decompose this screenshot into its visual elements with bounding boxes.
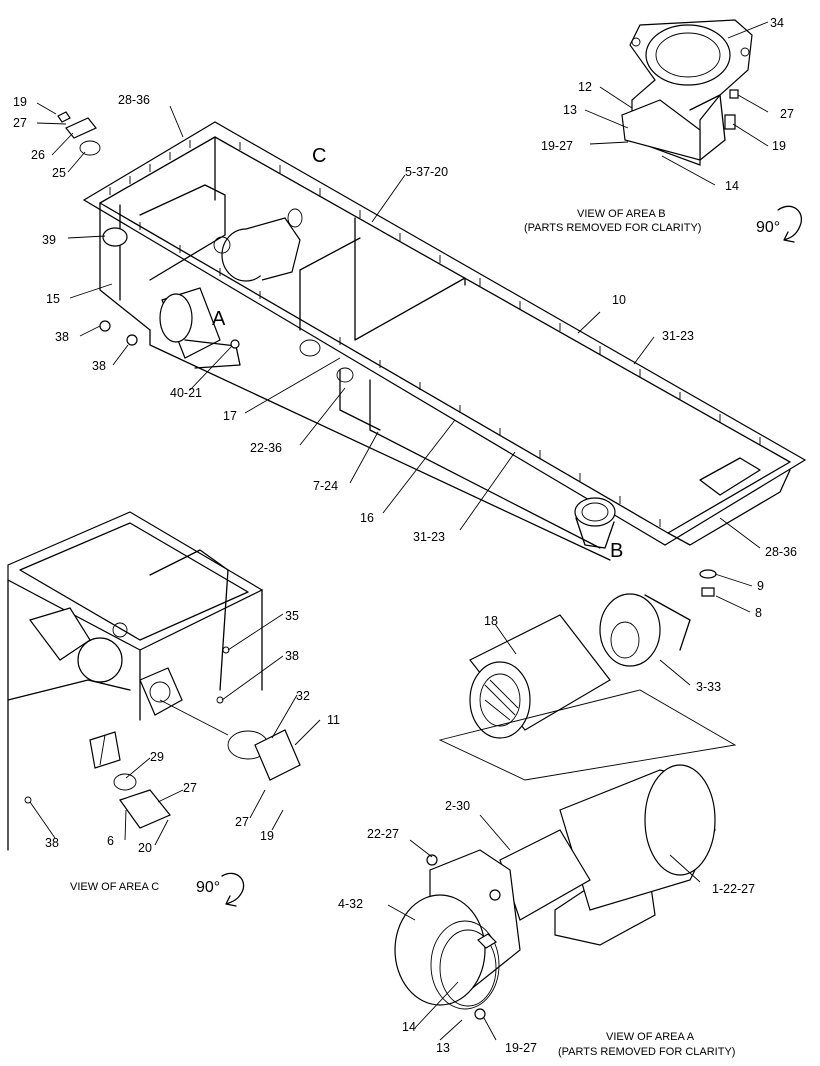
label-35: 35 <box>285 609 299 623</box>
label-31-23a: 31-23 <box>413 530 445 544</box>
cover-plate-parts <box>57 111 101 156</box>
label-31-23b: 31-23 <box>662 329 694 343</box>
label-2-30: 2-30 <box>445 799 470 813</box>
label-27c: 27 <box>183 781 197 795</box>
label-20: 20 <box>138 841 152 855</box>
label-6: 6 <box>107 834 114 848</box>
label-32: 32 <box>296 689 310 703</box>
label-29: 29 <box>150 750 164 764</box>
label-8: 8 <box>755 606 762 620</box>
label-40-21: 40-21 <box>170 386 202 400</box>
label-34: 34 <box>770 16 784 30</box>
label-1-22-27: 1-22-27 <box>712 882 755 896</box>
label-3-33: 3-33 <box>696 680 721 694</box>
part-labels: 19 27 26 25 28-36 C 5-37-20 39 15 38 38 … <box>13 16 797 1055</box>
label-22-36: 22-36 <box>250 441 282 455</box>
label-27d: 27 <box>235 815 249 829</box>
label-28-36b: 28-36 <box>765 545 797 559</box>
label-18: 18 <box>484 614 498 628</box>
label-13a: 13 <box>563 103 577 117</box>
label-19-27a: 19-27 <box>541 139 573 153</box>
label-28-36a: 28-36 <box>118 93 150 107</box>
oil-pan-main <box>57 111 807 597</box>
caption-view-c: VIEW OF AREA C <box>70 881 159 893</box>
label-12: 12 <box>578 80 592 94</box>
label-7-24: 7-24 <box>313 479 338 493</box>
label-5-37-20: 5-37-20 <box>405 165 448 179</box>
label-38b: 38 <box>92 359 106 373</box>
label-19c: 19 <box>260 829 274 843</box>
pump-assembly-a <box>159 208 354 383</box>
label-19-27b: 19-27 <box>505 1041 537 1055</box>
caption-view-b-line2: (PARTS REMOVED FOR CLARITY) <box>524 222 701 234</box>
label-39: 39 <box>42 233 56 247</box>
label-area-a: A <box>212 308 226 330</box>
rotation-arrow-b <box>777 205 803 243</box>
label-4-32: 4-32 <box>338 897 363 911</box>
caption-rotation-b: 90° <box>756 219 780 236</box>
label-19b: 19 <box>772 139 786 153</box>
label-13b: 13 <box>436 1041 450 1055</box>
label-area-c: C <box>312 145 326 167</box>
rotation-arrow-c <box>221 872 245 907</box>
label-14a: 14 <box>725 179 739 193</box>
label-38a: 38 <box>55 330 69 344</box>
label-10: 10 <box>612 293 626 307</box>
caption-view-a-line1: VIEW OF AREA A <box>606 1031 695 1043</box>
label-27a: 27 <box>13 116 27 130</box>
label-38c: 38 <box>285 649 299 663</box>
leader-lines <box>29 21 769 1041</box>
label-9: 9 <box>757 579 764 593</box>
caption-view-a-line2: (PARTS REMOVED FOR CLARITY) <box>558 1046 735 1058</box>
label-25: 25 <box>52 166 66 180</box>
view-captions: VIEW OF AREA B (PARTS REMOVED FOR CLARIT… <box>70 208 780 1058</box>
label-15: 15 <box>46 292 60 306</box>
label-22-27: 22-27 <box>367 827 399 841</box>
label-19a: 19 <box>13 95 27 109</box>
caption-rotation-c: 90° <box>196 879 220 896</box>
label-area-b: B <box>610 540 623 562</box>
label-26: 26 <box>31 148 45 162</box>
caption-view-b-line1: VIEW OF AREA B <box>577 208 666 220</box>
label-27b: 27 <box>780 107 794 121</box>
label-17: 17 <box>223 409 237 423</box>
label-38d: 38 <box>45 836 59 850</box>
label-14b: 14 <box>402 1020 416 1034</box>
area-c-detail <box>7 511 301 851</box>
label-11: 11 <box>327 713 340 727</box>
area-b-detail <box>621 19 753 166</box>
filter-element <box>438 593 737 781</box>
area-a-detail <box>394 764 716 1020</box>
label-16: 16 <box>360 511 374 525</box>
